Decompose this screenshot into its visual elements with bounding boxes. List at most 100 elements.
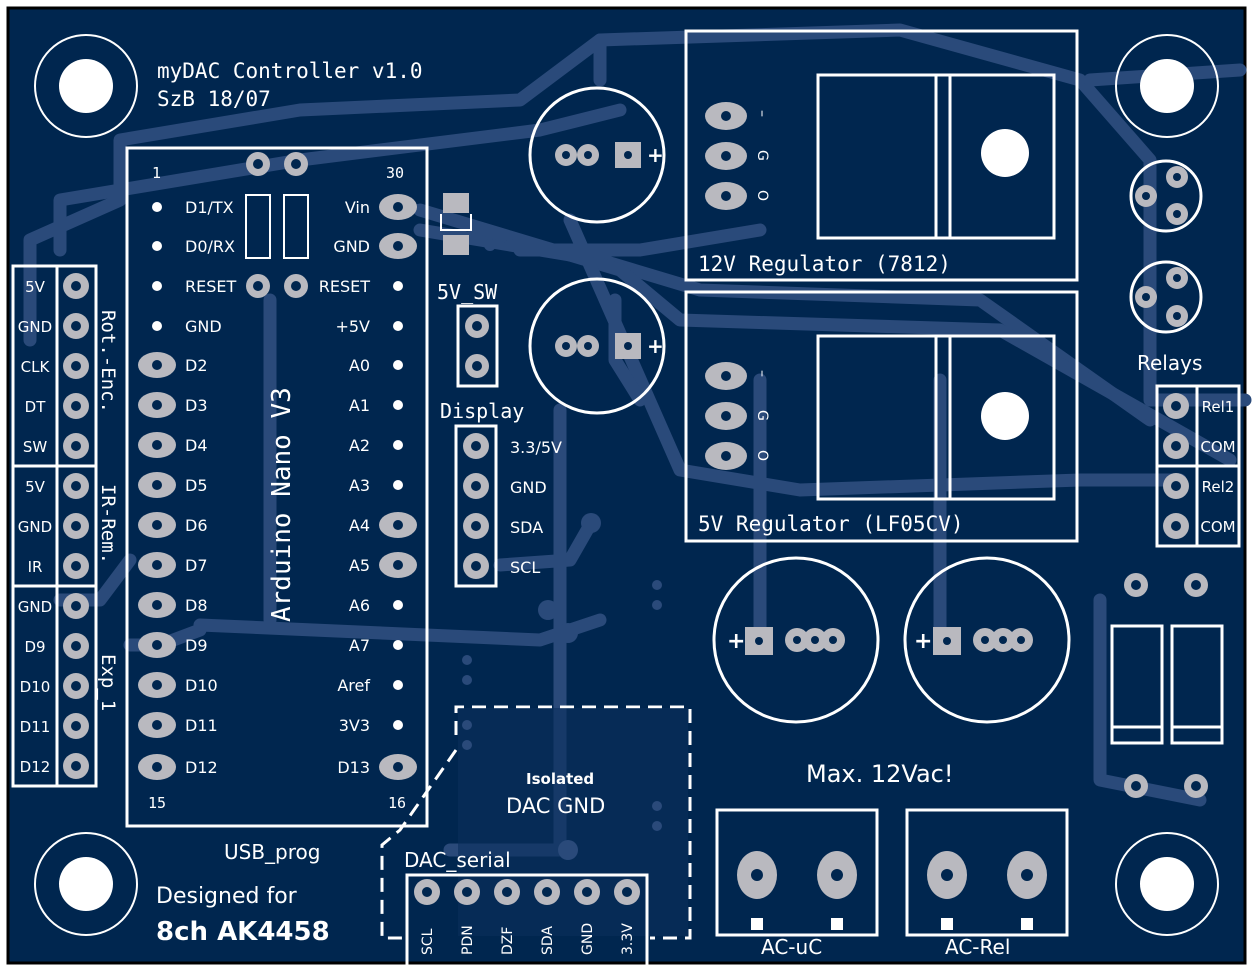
- arduino-right-pin-label: GND: [333, 237, 370, 256]
- arduino-left-pin-label: D4: [185, 436, 208, 455]
- regulator-5v: [684, 290, 1079, 543]
- pin-dot: [152, 241, 162, 251]
- regulator-pad: [705, 402, 747, 430]
- arduino-pad: [138, 592, 176, 618]
- arduino-right-pin-label: A0: [349, 356, 370, 375]
- svg-text:+: +: [647, 334, 664, 358]
- regulator-pad: [705, 182, 747, 210]
- usb-label: USB_prog: [224, 840, 320, 864]
- arduino-pad: [138, 472, 176, 498]
- arduino-left-pin-label: D5: [185, 476, 208, 495]
- mounting-hole-br: [1115, 832, 1219, 936]
- regulator-pad: [705, 142, 747, 170]
- mounting-hole-bl: [34, 832, 138, 936]
- svg-text:+: +: [727, 629, 745, 654]
- ac-rel-label: AC-Rel: [945, 935, 1010, 959]
- connector-pin-label: DT: [25, 398, 47, 416]
- arduino-pad: [379, 194, 417, 220]
- arduino-right-pin-label: Aref: [337, 676, 370, 695]
- warning-text: Max. 12Vac!: [806, 760, 954, 788]
- arduino-right-pin-label: D13: [337, 758, 370, 777]
- regulator-pin-label: –: [754, 370, 770, 377]
- arduino-left-pin-label: D2: [185, 356, 208, 375]
- relay-pin-label: Rel1: [1202, 398, 1235, 416]
- dac-pin-label: SCL: [420, 928, 436, 955]
- connector-pin-label: GND: [18, 318, 52, 336]
- arduino-pad: [138, 352, 176, 378]
- fuse-holders: [1110, 573, 1224, 798]
- relay-pin-label: Rel2: [1202, 478, 1235, 496]
- connector-pin-label: D12: [20, 758, 51, 776]
- dac-serial-outline: [405, 873, 649, 969]
- arduino-left-pin-label: D3: [185, 396, 208, 415]
- pin-dot: [152, 281, 162, 291]
- arduino-left-pin-label: D0/RX: [185, 237, 235, 256]
- pin-dot: [393, 640, 403, 650]
- arduino-pad: [379, 233, 417, 259]
- connector-pin-label: GND: [18, 518, 52, 536]
- ir-rem-label: IR-Rem.: [97, 484, 119, 564]
- relay-pin-label: COM: [1200, 518, 1235, 536]
- designed-for-line1: Designed for: [156, 884, 298, 909]
- regulator-5v-label: 5V Regulator (LF05CV): [698, 512, 964, 536]
- arduino-pad: [138, 672, 176, 698]
- capacitor-bottom-1: +: [712, 556, 880, 724]
- mounting-hole-tr: [1115, 34, 1219, 138]
- arduino-pad: [379, 552, 417, 578]
- pin-dot: [393, 400, 403, 410]
- dac-pin-label: DZF: [500, 927, 516, 955]
- switch-5v-header: [456, 304, 499, 388]
- pin-dot: [393, 480, 403, 490]
- arduino-left-pin-label: D11: [185, 716, 218, 735]
- display-pin-label: 3.3/5V: [510, 438, 562, 457]
- pin-dot: [393, 440, 403, 450]
- arduino-pad: [138, 392, 176, 418]
- connector-pin-label: IR: [28, 558, 43, 576]
- arduino-left-pin-label: D1/TX: [185, 198, 234, 217]
- connector-pin-label: GND: [18, 598, 52, 616]
- svg-text:+: +: [914, 629, 932, 654]
- arduino-pad: [138, 512, 176, 538]
- arduino-right-pin-label: A7: [349, 636, 370, 655]
- arduino-pad: [379, 754, 417, 780]
- arduino-right-pin-label: RESET: [319, 277, 370, 296]
- mounting-hole-tl: [34, 34, 138, 138]
- arduino-pin-16: 16: [388, 794, 406, 812]
- regulator-pin-label: G: [754, 410, 770, 421]
- arduino-pad: [138, 754, 176, 780]
- regulator-pin-label: O: [754, 450, 770, 461]
- regulator-pad: [705, 362, 747, 390]
- arduino-pin-1: 1: [152, 164, 161, 182]
- ac-terminal-rel: [905, 808, 1069, 937]
- arduino-right-pin-label: A5: [349, 556, 370, 575]
- regulator-pin-label: G: [754, 150, 770, 161]
- dac-pin-label: PDN: [460, 925, 476, 955]
- arduino-pad: [138, 632, 176, 658]
- arduino-left-pin-label: D9: [185, 636, 208, 655]
- board-title: myDAC Controller v1.0: [157, 59, 423, 83]
- arduino-pad: [138, 432, 176, 458]
- arduino-left-pin-label: D6: [185, 516, 208, 535]
- arduino-right-pin-label: +5V: [335, 317, 370, 336]
- regulator-pins: –GO–GO: [705, 102, 770, 470]
- capacitor-top-1: +: [528, 86, 666, 224]
- pin-dot: [393, 720, 403, 730]
- regulator-12v-label: 12V Regulator (7812): [698, 252, 951, 276]
- arduino-pin-30: 30: [386, 164, 404, 182]
- arduino-left-pin-label: D7: [185, 556, 208, 575]
- capacitor-bottom-2: +: [903, 556, 1071, 724]
- display-header-outline: [454, 424, 498, 588]
- pin-dot: [393, 600, 403, 610]
- relays-label: Relays: [1137, 351, 1202, 375]
- arduino-right-pin-label: A1: [349, 396, 370, 415]
- arduino-right-pin-label: A4: [349, 516, 370, 535]
- regulator-12v: [684, 29, 1079, 282]
- header-jumper-pads: [245, 152, 309, 298]
- arduino-left-pin-label: D8: [185, 596, 208, 615]
- arduino-right-pin-label: Vin: [345, 198, 370, 217]
- pin-dot: [152, 202, 162, 212]
- relay-transistors: [1129, 159, 1203, 334]
